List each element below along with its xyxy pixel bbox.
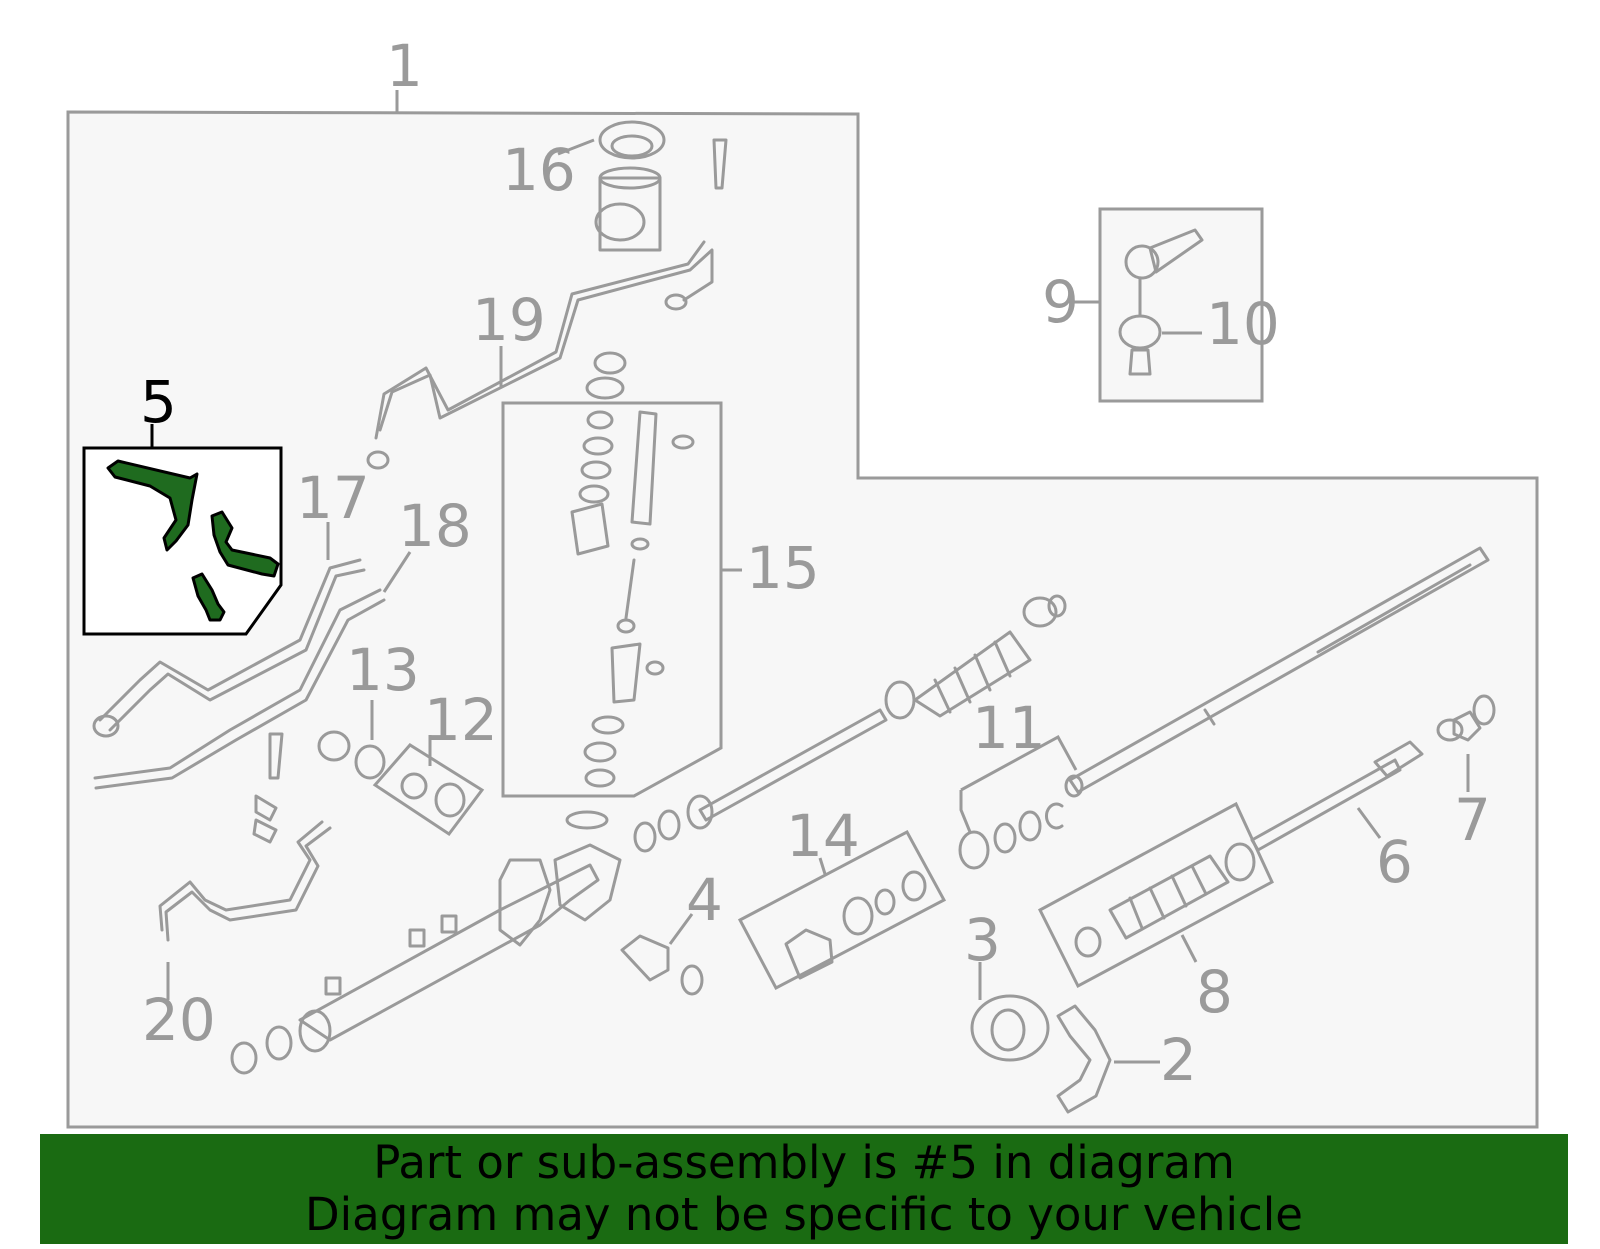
banner-line-disclaimer: Diagram may not be specific to your vehi…: [305, 1188, 1303, 1241]
lines-17-18: [92, 522, 412, 790]
banner-line-part-number: Part or sub-assembly is #5 in diagram: [373, 1136, 1235, 1189]
callout-13: 13: [346, 636, 420, 704]
clamp-2: [1056, 1004, 1112, 1114]
callout-1: 1: [386, 32, 423, 100]
seal-12-parts: [400, 772, 466, 818]
gear-housing: [230, 708, 888, 1075]
callout-11: 11: [972, 694, 1046, 762]
callout-8: 8: [1196, 958, 1233, 1026]
bushing-4: [620, 934, 704, 996]
inner-tie-rod-6: [1250, 694, 1496, 852]
callout-15: 15: [746, 534, 820, 602]
pressure-line-19: [366, 240, 714, 470]
rack-boot: [884, 594, 1067, 720]
callout-12: 12: [424, 686, 498, 754]
seal-14-parts: [784, 870, 927, 980]
callout-18: 18: [398, 492, 472, 560]
valve-15-parts: [570, 351, 695, 788]
bracket-kit-box-5: [82, 446, 283, 636]
callout-20: 20: [142, 986, 216, 1054]
seal-kit-box-14: [737, 829, 947, 991]
callout-14: 14: [786, 802, 860, 870]
rack-shaft: [1064, 546, 1490, 798]
info-banner: Part or sub-assembly is #5 in diagram Di…: [40, 1134, 1568, 1244]
tie-rod-end-9: [1118, 228, 1204, 376]
leader-arrows: [557, 138, 1470, 1064]
nut-7: [1452, 710, 1482, 742]
callout-2: 2: [1160, 1026, 1197, 1094]
return-line-20: [158, 732, 332, 1000]
pump-16: [594, 120, 728, 252]
seals-11: [958, 734, 1078, 870]
callout-4: 4: [686, 866, 723, 934]
tie-rod-end-box-9: [1098, 207, 1264, 403]
callout-19: 19: [472, 286, 546, 354]
callout-9: 9: [1042, 268, 1079, 336]
valve-kit-box-15: [501, 401, 723, 798]
callout-17: 17: [296, 464, 370, 532]
callout-6: 6: [1376, 828, 1413, 896]
callout-16: 16: [502, 136, 576, 204]
boot-8-parts: [1074, 842, 1256, 958]
seal-box-12: [372, 743, 485, 837]
callout-3: 3: [964, 906, 1001, 974]
boot-kit-box-8: [1038, 801, 1274, 989]
callout-5: 5: [140, 368, 177, 436]
bushings-13: [317, 700, 386, 780]
bushing-3: [970, 994, 1050, 1062]
callout-7: 7: [1454, 786, 1491, 854]
bracket-part-5: [106, 459, 280, 622]
assembly-1-outline: [66, 110, 1539, 1129]
callout-10: 10: [1206, 290, 1280, 358]
